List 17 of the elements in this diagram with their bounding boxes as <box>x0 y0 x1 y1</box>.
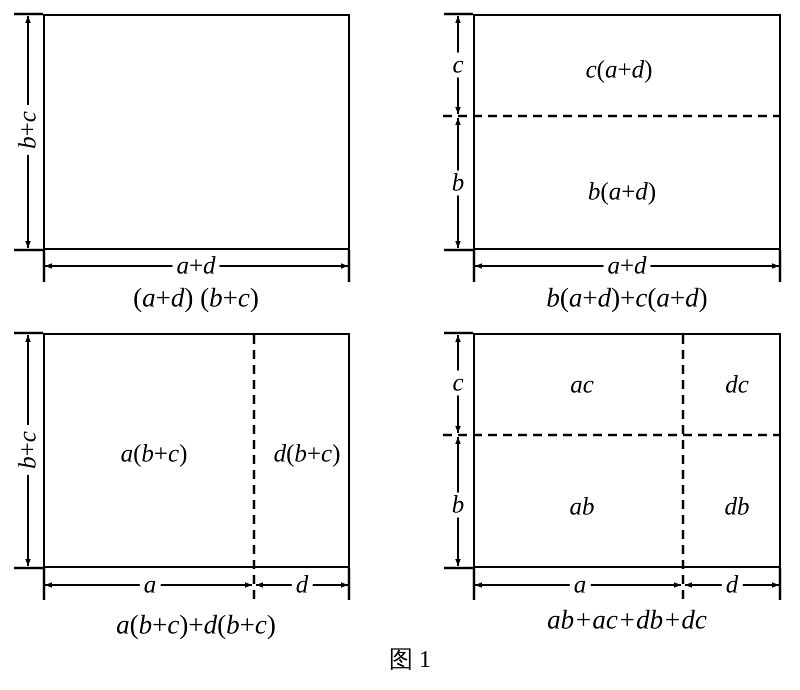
area-formula: (a+d) (b+c) <box>133 284 259 312</box>
rectangle <box>473 14 781 250</box>
rectangle <box>473 333 781 568</box>
area-expression: d(b+c) <box>274 442 340 466</box>
rectangle <box>43 14 350 250</box>
area-expression: ab <box>570 494 594 520</box>
rectangle <box>43 333 350 568</box>
figure-caption: 图 1 <box>389 648 431 672</box>
area-expression: db <box>724 494 750 520</box>
area-expression: c(a+d) <box>586 58 652 82</box>
area-expression: b(a+d) <box>588 180 656 204</box>
area-expression: dc <box>725 372 749 398</box>
area-formula: a(b+c)+d(b+c) <box>116 612 276 638</box>
area-formula: b(a+d)+c(a+d) <box>546 284 708 312</box>
area-formula: ab+ac+db+dc <box>547 606 707 634</box>
area-expression: ac <box>570 372 594 398</box>
area-expression: a(b+c) <box>120 442 188 466</box>
